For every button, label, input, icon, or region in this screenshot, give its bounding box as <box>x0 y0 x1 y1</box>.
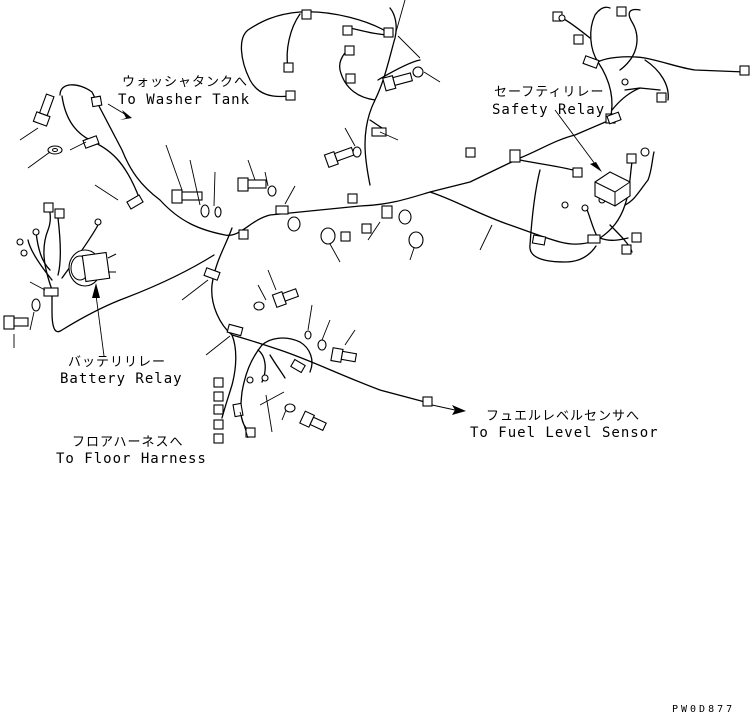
washer-tank-en-label: To Washer Tank <box>118 92 250 108</box>
label-washer-tank: ウォッシャタンクへ To Washer Tank <box>118 75 250 108</box>
label-battery-relay: バッテリリレー Battery Relay <box>60 355 183 387</box>
arrow-safety-relay <box>590 162 602 172</box>
battery-relay-en-label: Battery Relay <box>60 371 183 387</box>
floor-harness-en-label: To Floor Harness <box>56 451 207 467</box>
washer-tank-jp-label: ウォッシャタンクへ <box>122 75 248 90</box>
ring-terminals <box>16 14 650 384</box>
drawing-code: PW0D877 <box>672 704 735 715</box>
main-harness-trunk <box>51 84 611 336</box>
top-right-branches <box>561 6 746 121</box>
fuel-level-en-label: To Fuel Level Sensor <box>470 425 659 441</box>
grommets <box>287 209 424 249</box>
fuel-level-jp-label: フュエルレベルセンサへ <box>486 409 640 424</box>
label-fuel-level-sensor: フュエルレベルセンサへ To Fuel Level Sensor <box>470 409 659 441</box>
label-floor-harness: フロアハーネスへ To Floor Harness <box>56 435 207 467</box>
bolts <box>3 66 424 432</box>
leader-lines <box>13 0 599 439</box>
safety-relay-jp-label: セーフティリレー <box>494 85 604 100</box>
battery-relay-component <box>68 249 117 287</box>
arrow-to-washer-tank <box>107 103 132 120</box>
floor-harness-jp-label: フロアハーネスへ <box>72 435 183 450</box>
battery-relay-jp-label: バッテリリレー <box>68 355 166 370</box>
arrow-battery-relay <box>92 283 100 298</box>
clamps <box>43 55 622 418</box>
safety-relay-component <box>594 171 631 207</box>
arrow-to-fuel-sensor <box>431 404 466 415</box>
label-safety-relay: セーフティリレー Safety Relay <box>492 85 605 118</box>
battery-relay-branch <box>27 204 99 291</box>
safety-relay-en-label: Safety Relay <box>492 102 605 118</box>
